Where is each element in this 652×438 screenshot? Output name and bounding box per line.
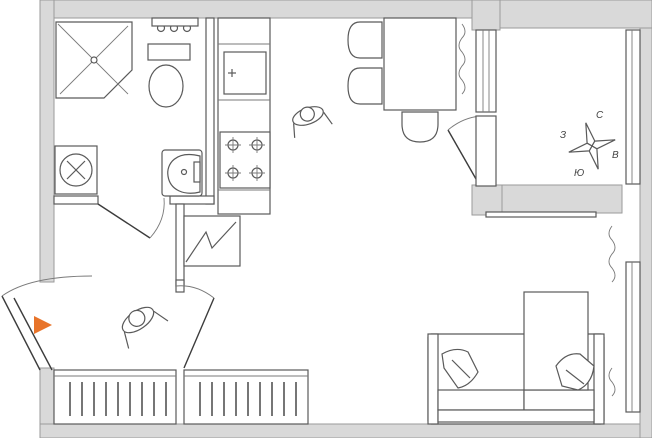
compass-south: Ю xyxy=(574,168,584,179)
compass-north: С xyxy=(596,110,604,121)
cooktop-burners xyxy=(225,137,265,181)
wall-balcony-top xyxy=(499,0,652,29)
wall-right xyxy=(639,0,652,438)
window-frame-upper xyxy=(475,29,497,113)
wall-pillar-top xyxy=(471,0,501,31)
toilet-bowl xyxy=(148,64,184,108)
window-frame-balcony-right xyxy=(625,29,641,185)
sofa-arm-left xyxy=(427,333,439,425)
wardrobe-left-hangers xyxy=(69,382,167,416)
entry-door-leaf-inner xyxy=(13,297,53,371)
balcony-window xyxy=(447,23,641,413)
closet-door-swing xyxy=(175,285,215,299)
bathroom-partition-right xyxy=(169,195,215,205)
chair-bottom xyxy=(401,111,439,143)
wall-top xyxy=(39,0,473,19)
toilet-cistern xyxy=(147,43,191,61)
kitchen-sink xyxy=(223,51,267,95)
sink-drain xyxy=(180,168,188,176)
balcony-door-swing xyxy=(447,115,481,131)
sofa-backrest xyxy=(437,409,595,423)
walls xyxy=(39,0,652,438)
compass-west: З xyxy=(560,130,566,141)
shower-drain xyxy=(90,56,98,64)
wardrobes xyxy=(53,369,309,425)
wall-balcony-inner xyxy=(471,184,503,216)
bathroom xyxy=(54,17,203,239)
sofa-pillow-right-crease xyxy=(565,369,585,385)
shaft-partition xyxy=(175,203,185,287)
entry-door-leaf xyxy=(1,295,41,371)
washing-machine-x-2 xyxy=(66,160,86,180)
compass-rose-icon xyxy=(568,122,616,170)
shaft-zigzag xyxy=(185,221,237,263)
toilet-fixture-plate xyxy=(151,17,199,27)
bathroom-door-swing xyxy=(149,197,165,239)
window-frame-living-right xyxy=(625,261,641,413)
dining-table xyxy=(383,17,457,111)
balcony-door-frame xyxy=(475,115,497,187)
sofa-pillow-right xyxy=(555,353,595,391)
bathroom-partition-vertical xyxy=(205,17,215,205)
washing-machine-drum xyxy=(59,153,93,187)
balcony-door-leaf xyxy=(447,129,481,187)
sofa xyxy=(427,291,605,425)
chair-left-bottom xyxy=(347,67,383,105)
bathroom-door-leaf xyxy=(97,203,151,239)
person-kitchen-icon xyxy=(292,106,333,138)
chair-left-top xyxy=(347,21,383,59)
wardrobe-left xyxy=(53,369,177,425)
kitchen xyxy=(217,17,271,215)
entry-door-swing xyxy=(1,275,93,297)
sink-tap xyxy=(193,161,201,183)
cooktop xyxy=(219,131,271,189)
dining-area xyxy=(347,17,457,143)
shaft-box xyxy=(183,215,241,267)
wardrobe-right-hangers xyxy=(199,382,297,416)
person-entry-icon xyxy=(121,306,169,349)
wall-bottom xyxy=(39,423,652,438)
wardrobe-right xyxy=(183,369,309,425)
burner-grates xyxy=(225,137,265,181)
bathroom-partition-bottom xyxy=(53,195,99,205)
compass-east: В xyxy=(612,150,619,161)
entry xyxy=(1,275,215,371)
curtain-living-lower xyxy=(608,367,616,397)
wall-left-upper xyxy=(39,0,55,283)
radiator xyxy=(485,211,597,218)
sofa-pillow-left-crease xyxy=(451,359,471,379)
curtain-living xyxy=(608,225,616,283)
closet-door-leaf xyxy=(183,297,215,369)
ventilation-shaft xyxy=(183,215,241,267)
sofa-seat-right xyxy=(523,389,595,411)
sofa-seat-left xyxy=(437,389,525,411)
sofa-arm-right xyxy=(593,333,605,425)
curtain-upper xyxy=(458,23,466,95)
entrance-arrow-icon xyxy=(34,316,52,334)
